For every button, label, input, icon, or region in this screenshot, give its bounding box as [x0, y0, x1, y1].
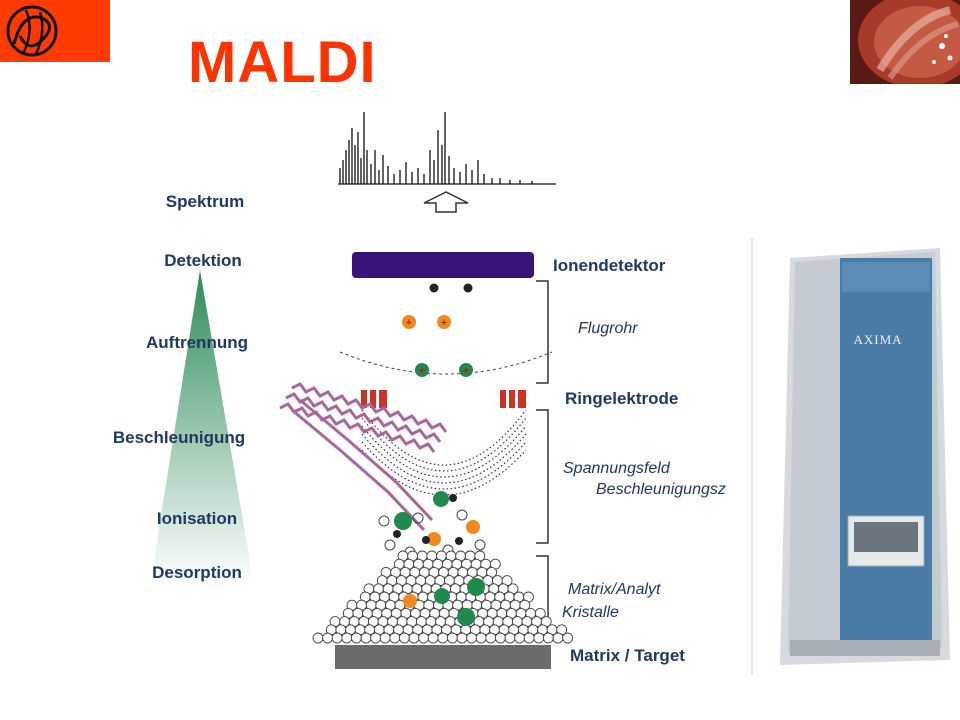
crystal-particle — [370, 632, 382, 644]
stage-auftrennung: Auftrennung — [146, 333, 248, 352]
crystal-particle — [475, 632, 487, 644]
crystal-particle — [322, 632, 334, 644]
crystal-particle — [514, 632, 526, 644]
instrument-brand: AXIMA — [853, 332, 902, 347]
ion-detector — [352, 252, 534, 278]
stage-ionisation: Ionisation — [156, 509, 238, 528]
crystal-particle — [341, 632, 353, 644]
crystal-particle — [504, 632, 516, 644]
ion-green-pair: + + — [415, 363, 473, 377]
crystal-particle — [418, 632, 430, 644]
crystal-particle — [552, 632, 564, 644]
label-kristalle: Kristalle — [562, 604, 619, 621]
matrix-crystals — [312, 550, 574, 644]
crystal-particle — [542, 632, 554, 644]
crystal-particle — [379, 632, 391, 644]
petri-dish-photo — [850, 0, 960, 84]
crystal-particle — [312, 632, 324, 644]
acceleration-field — [361, 409, 527, 496]
label-spannungsfeld: Spannungsfeld — [563, 460, 670, 477]
crystal-particle — [562, 632, 574, 644]
label-ringelektrode: Ringelektrode — [565, 389, 679, 408]
logo-emblem — [6, 5, 58, 57]
ion-orange-pair: + + — [402, 315, 451, 329]
crystal-particle — [456, 632, 468, 644]
crystal-particle — [398, 632, 410, 644]
label-matrix-target: Matrix / Target — [570, 646, 685, 665]
crystal-particle — [331, 632, 343, 644]
target-plate — [335, 645, 551, 669]
mass-spectrum — [338, 112, 556, 185]
stage-detektion: Detektion — [164, 251, 242, 270]
crystal-particle — [389, 632, 401, 644]
crystal-particle — [408, 632, 420, 644]
label-ionendetektor: Ionendetektor — [553, 256, 666, 275]
laser-beam — [279, 382, 448, 453]
svg-text:+: + — [463, 365, 469, 377]
ring-electrode — [361, 390, 526, 408]
crystal-particle — [466, 632, 478, 644]
svg-text:+: + — [441, 317, 447, 329]
crystal-particle — [437, 632, 449, 644]
crystal-particle — [523, 632, 535, 644]
up-arrow-icon — [423, 191, 469, 213]
logo — [0, 0, 110, 62]
crystal-particle — [427, 632, 439, 644]
stage-desorption: Desorption — [152, 563, 242, 582]
crystal-particle — [446, 632, 458, 644]
crystal-particle — [533, 632, 545, 644]
svg-text:+: + — [406, 317, 412, 329]
label-flugrohr: Flugrohr — [578, 320, 638, 337]
crystal-particle — [360, 632, 372, 644]
page-title: MALDI — [188, 30, 377, 95]
axima-instrument: AXIMA — [751, 238, 950, 675]
crystal-particle — [485, 632, 497, 644]
stage-spektrum: Spektrum — [165, 192, 245, 211]
laser-beam-lower — [291, 398, 434, 532]
crystal-particle — [494, 632, 506, 644]
process-triangle — [150, 270, 254, 585]
stage-beschleunigung: Beschleunigung — [112, 428, 246, 447]
svg-text:+: + — [419, 365, 425, 377]
label-beschleunigungszone: Beschleunigungsz — [596, 481, 726, 498]
crystal-particle — [350, 632, 362, 644]
label-matrix-analyt: Matrix/Analyt — [568, 581, 661, 598]
